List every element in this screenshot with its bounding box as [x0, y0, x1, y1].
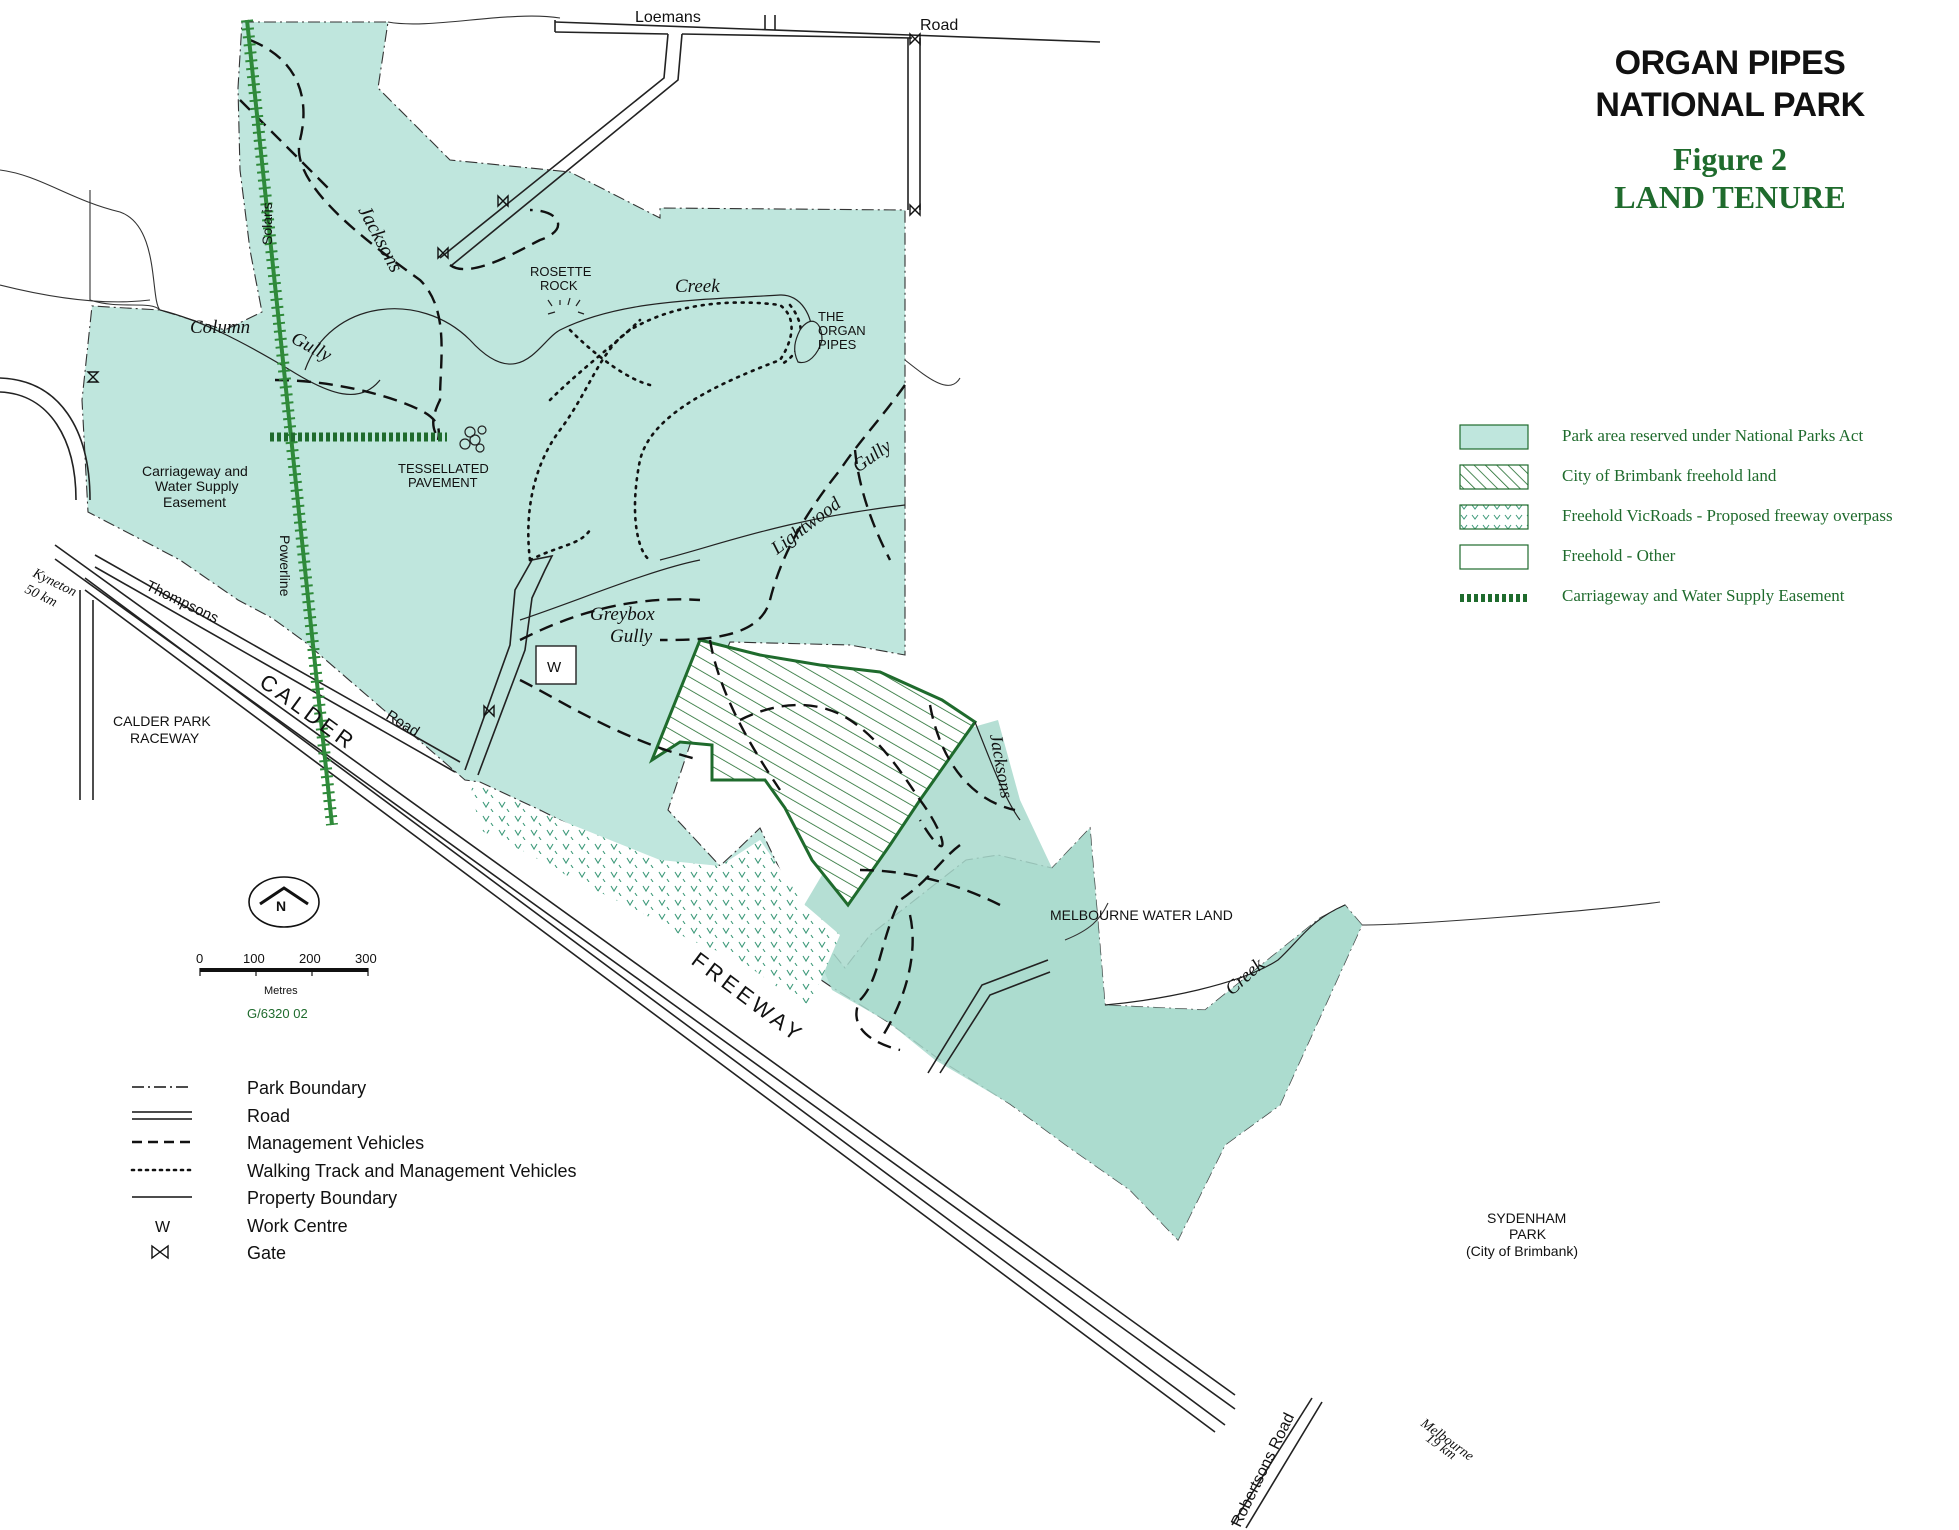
melbourne-water-label: MELBOURNE WATER LAND	[1050, 907, 1233, 923]
robertsons-road-label: Robertsons Road	[1228, 1410, 1298, 1529]
gate-icon	[151, 1244, 169, 1260]
symbol-legend-work-centre: W Work Centre	[130, 1214, 630, 1242]
organ-pipes-marker	[794, 320, 823, 364]
calder-raceway-label-2: RACEWAY	[130, 730, 200, 746]
figure-number: Figure 2	[1672, 141, 1788, 177]
symbol-legend-management-vehicles: Management Vehicles	[130, 1131, 630, 1159]
organ-pipes-label-1: THE	[818, 309, 844, 324]
work-centre-box	[535, 645, 577, 685]
vicroads-freehold-area	[470, 782, 840, 1005]
powerline-label: Powerline	[277, 535, 293, 597]
work-centre-label: W	[547, 659, 562, 676]
tenure-legend-label: Freehold - Other	[1562, 546, 1676, 565]
dash-dot-line-icon	[132, 1086, 192, 1088]
symbol-legend-walking-track: Walking Track and Management Vehicles	[130, 1159, 630, 1187]
tenure-legend-vicroads: Freehold VicRoads - Proposed freeway ove…	[1455, 502, 1955, 542]
v-pattern-swatch	[1459, 504, 1529, 530]
figure-subtitle: LAND TENURE	[1614, 179, 1846, 215]
symbol-legend-road: Road	[130, 1104, 630, 1132]
creek-upper-label: Creek	[675, 276, 720, 297]
map-code-label: G/6320 02	[247, 1006, 308, 1021]
rosette-rock-marker	[547, 297, 585, 315]
work-centre-symbol: W	[155, 1219, 171, 1236]
loemans-label: Loemans	[635, 9, 701, 26]
tessellated-label: TESSELLATED	[398, 461, 489, 476]
easement-label-1: Carriageway and	[142, 463, 248, 479]
north-arrow	[248, 876, 320, 928]
symbol-legend-label: Gate	[247, 1243, 287, 1263]
map-title-line1: ORGAN PIPES	[1614, 44, 1846, 82]
symbol-legend-park-boundary: Park Boundary	[130, 1076, 630, 1104]
symbol-legend-label: Property Boundary	[247, 1188, 398, 1208]
hatch-swatch	[1459, 464, 1529, 490]
calder-label: CALDER	[255, 669, 361, 756]
dashed-line-icon	[132, 1140, 192, 1144]
sydenham-label-1: SYDENHAM	[1487, 1210, 1566, 1226]
solid-line-icon	[132, 1196, 192, 1198]
easement-label-3: Easement	[163, 494, 226, 510]
scale-tick-300: 300	[355, 951, 377, 966]
symbol-legend-label: Road	[247, 1105, 291, 1126]
scale-tick-0: 0	[196, 951, 203, 966]
powerline	[241, 19, 338, 826]
symbol-legend: Park Boundary Road Management Vehicles W…	[130, 1076, 630, 1269]
tenure-legend-brimbank: City of Brimbank freehold land	[1455, 462, 1955, 502]
tessellated-pavement-marker	[459, 425, 487, 453]
easement-label-2: Water Supply	[155, 478, 239, 494]
melbourne-water-area	[800, 720, 1362, 1240]
tenure-legend-label: City of Brimbank freehold land	[1562, 466, 1777, 485]
title-block: ORGAN PIPES NATIONAL PARK Figure 2 LAND …	[1540, 42, 1920, 216]
tenure-legend: Park area reserved under National Parks …	[1455, 422, 1955, 622]
rock-label: ROCK	[540, 278, 578, 293]
symbol-legend-label: Management Vehicles	[247, 1133, 425, 1153]
organ-pipes-label-3: PIPES	[818, 337, 857, 352]
double-line-icon	[132, 1110, 192, 1120]
scale-tick-100: 100	[243, 951, 265, 966]
road-top-label: Road	[920, 17, 958, 34]
sydenham-label-2: PARK	[1509, 1226, 1547, 1242]
organ-pipes-label-2: ORGAN	[818, 323, 866, 338]
scale-tick-200: 200	[299, 951, 321, 966]
scale-unit-label: Metres	[264, 985, 298, 997]
property-boundaries	[0, 15, 1661, 941]
tenure-legend-label: Park area reserved under National Parks …	[1562, 426, 1864, 445]
tenure-legend-easement: Carriageway and Water Supply Easement	[1455, 582, 1955, 622]
sydenham-label-3: (City of Brimbank)	[1466, 1243, 1578, 1259]
tenure-legend-label: Freehold VicRoads - Proposed freeway ove…	[1562, 506, 1893, 525]
greybox-gully-label: Gully	[610, 626, 653, 647]
greybox-label: Greybox	[590, 604, 655, 625]
scale-bar	[199, 968, 369, 976]
blank-swatch	[1459, 544, 1529, 570]
symbol-legend-property-boundary: Property Boundary	[130, 1186, 630, 1214]
symbol-legend-label: Work Centre	[247, 1215, 348, 1236]
symbol-legend-gate: Gate	[130, 1241, 630, 1269]
walking-tracks	[527, 301, 803, 562]
work-centre-icon: W	[155, 1219, 171, 1236]
gate-icon	[86, 32, 921, 718]
rosette-label: ROSETTE	[530, 264, 592, 279]
dotted-line-icon	[130, 1168, 194, 1171]
column-label: Column	[190, 317, 250, 338]
map-title-line2: NATIONAL PARK	[1595, 86, 1865, 124]
symbol-legend-label: Park Boundary	[247, 1078, 367, 1098]
solaris-label: Solaris	[259, 202, 275, 245]
thompsons-label: Thompsons	[143, 577, 221, 627]
park-swatch	[1459, 424, 1529, 450]
tenure-legend-freehold-other: Freehold - Other	[1455, 542, 1955, 582]
tenure-legend-label: Carriageway and Water Supply Easement	[1562, 586, 1845, 605]
roads	[0, 15, 1323, 1529]
pavement-label: PAVEMENT	[408, 475, 478, 490]
easement-swatch	[1460, 594, 1528, 602]
calder-raceway-label-1: CALDER PARK	[113, 713, 211, 729]
brimbank-freehold-area	[648, 638, 978, 908]
symbol-legend-label: Walking Track and Management Vehicles	[247, 1160, 577, 1181]
north-label: N	[276, 898, 286, 914]
management-vehicle-tracks	[239, 38, 1016, 1052]
tenure-legend-park: Park area reserved under National Parks …	[1455, 422, 1955, 462]
